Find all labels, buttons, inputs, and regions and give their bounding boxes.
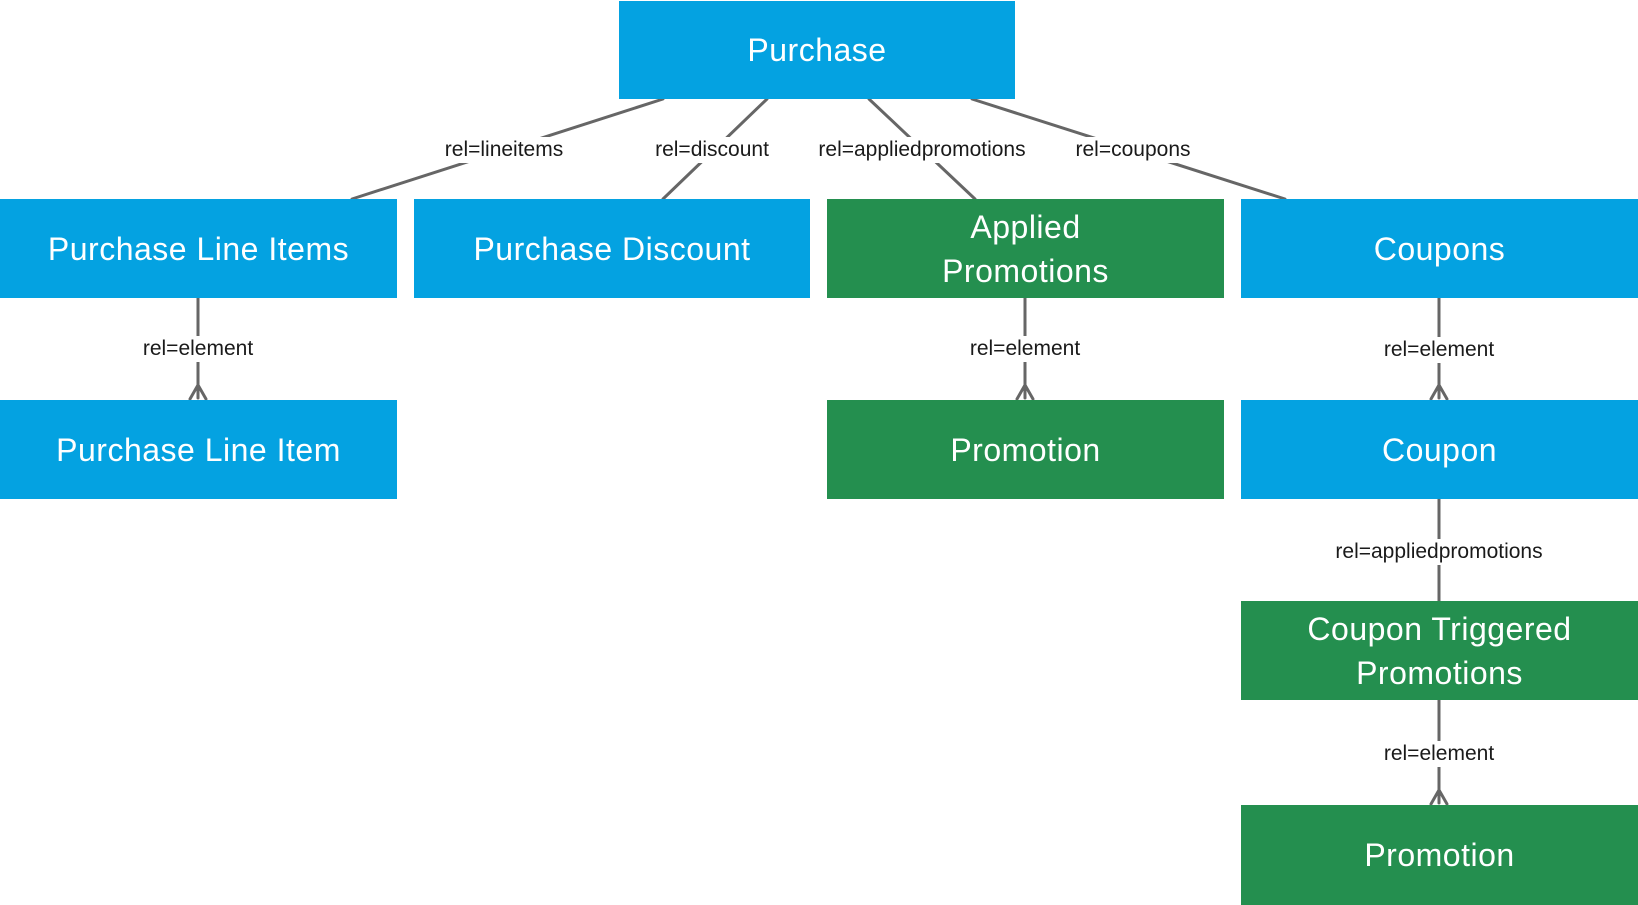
crowfoot-element-4 <box>1429 788 1449 806</box>
node-applied-promotions-label: Applied Promotions <box>942 208 1109 289</box>
node-purchase-line-item: Purchase Line Item <box>0 400 397 499</box>
node-purchase-discount: Purchase Discount <box>414 199 810 298</box>
node-promotion-coupon: Promotion <box>1241 805 1638 905</box>
node-purchase-line-items-label: Purchase Line Items <box>47 230 350 267</box>
crowfoot-element-3 <box>1429 383 1449 401</box>
node-coupon: Coupon <box>1241 400 1638 499</box>
rel-label-coupon-appliedpromotions: rel=appliedpromotions <box>1331 539 1547 565</box>
rel-label-coupons: rel=coupons <box>1071 137 1195 163</box>
rel-label-element-coupon-triggered: rel=element <box>1379 741 1499 767</box>
crowfoot-element-1 <box>188 383 208 401</box>
node-purchase-label: Purchase <box>747 32 887 68</box>
node-promotion-applied-label: Promotion <box>950 431 1101 468</box>
node-coupon-triggered-promotions-label: Coupon Triggered Promotions <box>1307 610 1572 691</box>
rel-label-element-applied-promotions: rel=element <box>965 336 1085 362</box>
node-purchase-line-item-label: Purchase Line Item <box>56 431 341 468</box>
rel-label-element-line-items: rel=element <box>138 336 258 362</box>
node-purchase-line-items: Purchase Line Items <box>0 199 397 298</box>
rel-label-discount: rel=discount <box>651 137 773 163</box>
node-coupons: Coupons <box>1241 199 1638 298</box>
node-purchase-discount-label: Purchase Discount <box>473 230 751 267</box>
node-coupon-triggered-promotions: Coupon Triggered Promotions <box>1241 601 1638 700</box>
node-coupon-label: Coupon <box>1381 431 1498 468</box>
rel-label-appliedpromotions: rel=appliedpromotions <box>814 137 1030 163</box>
crowfoot-element-2 <box>1015 383 1035 401</box>
node-promotion-coupon-label: Promotion <box>1364 837 1515 873</box>
rel-label-lineitems: rel=lineitems <box>440 137 568 163</box>
node-coupons-label: Coupons <box>1373 230 1506 267</box>
node-purchase: Purchase <box>619 1 1015 99</box>
rel-label-element-coupons: rel=element <box>1379 337 1499 363</box>
node-promotion-applied: Promotion <box>827 400 1224 499</box>
node-applied-promotions: Applied Promotions <box>827 199 1224 298</box>
